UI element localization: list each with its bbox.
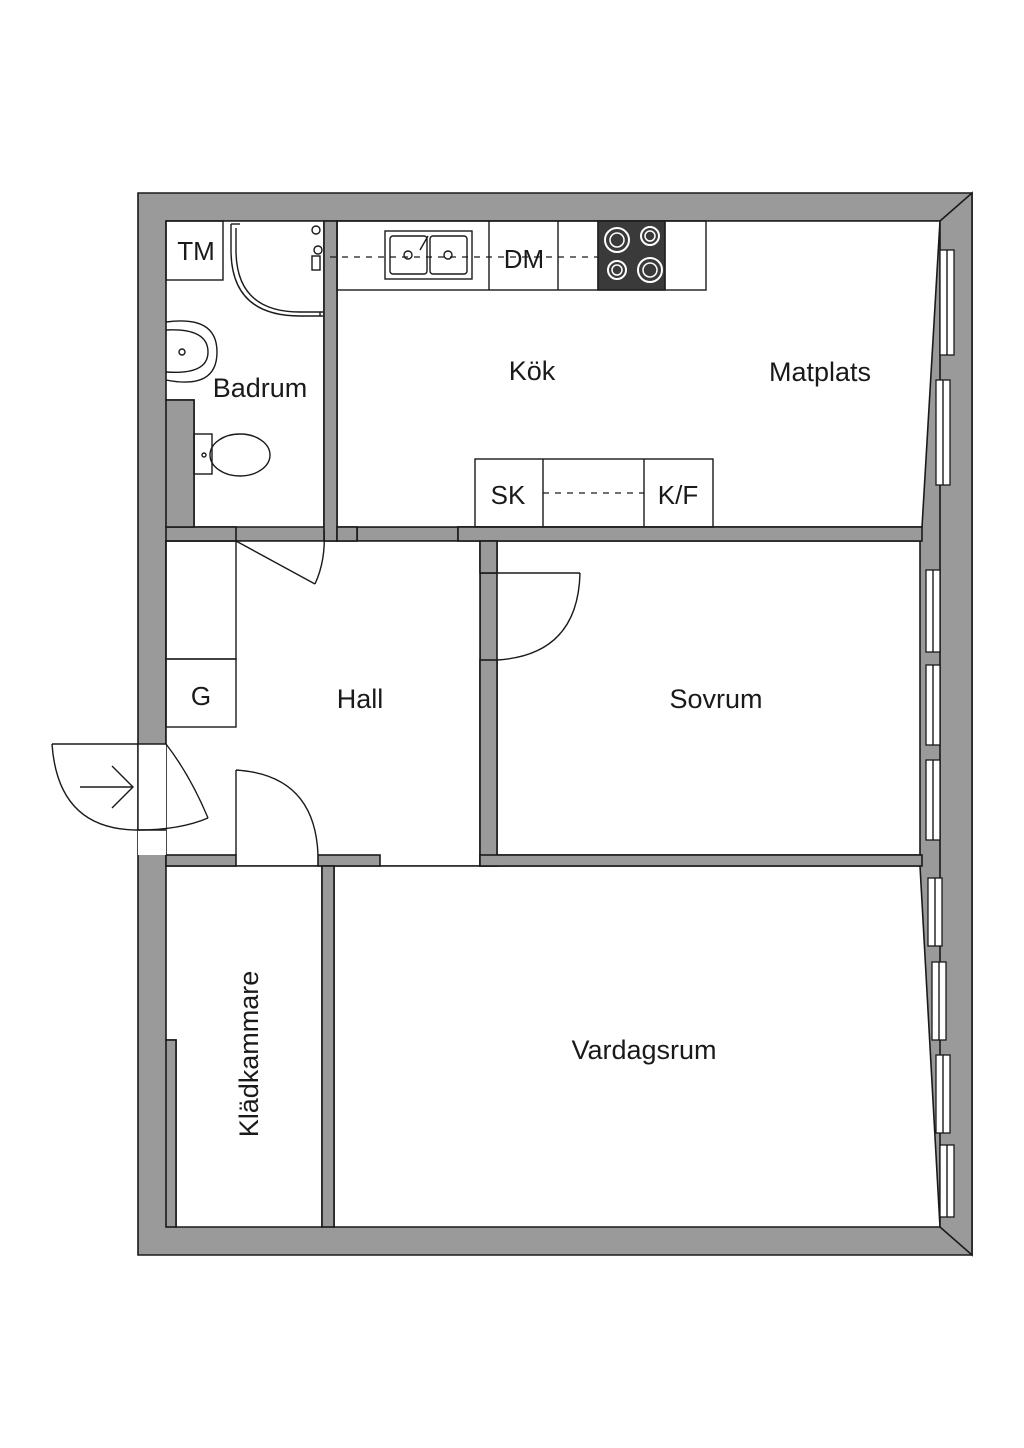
room-hall: Hall xyxy=(337,684,384,714)
entry-opening xyxy=(138,744,166,855)
room-kok: Kök xyxy=(509,356,556,386)
wall-bath-right-stub xyxy=(336,526,358,542)
room-badrum: Badrum xyxy=(213,373,308,403)
wall-hall-bottom-right xyxy=(317,854,381,867)
doors xyxy=(51,529,581,856)
fridge-counter xyxy=(474,458,714,528)
label-sk: SK xyxy=(491,480,526,510)
label-tm: TM xyxy=(177,236,215,266)
wall-bath-bottom xyxy=(165,526,237,542)
sink-icon xyxy=(384,230,473,280)
room-kladkammare: Klädkammare xyxy=(234,971,264,1138)
stove-icon xyxy=(597,220,666,291)
wall-bed-bottom xyxy=(479,854,923,867)
wall-kitchen-bottom xyxy=(457,526,923,542)
label-dm: DM xyxy=(504,244,544,274)
room-matplats: Matplats xyxy=(769,357,871,387)
hall-cabinets xyxy=(165,540,237,728)
label-kf: K/F xyxy=(658,480,698,510)
wall-bed-left xyxy=(479,659,498,867)
wall-hall-bottom-left xyxy=(165,854,237,867)
room-vardagsrum: Vardagsrum xyxy=(571,1035,716,1065)
wall-closet-left xyxy=(165,1039,177,1228)
wall-closet-right xyxy=(321,865,335,1228)
windows xyxy=(925,249,955,1218)
label-g: G xyxy=(191,681,211,711)
wall-bath-right xyxy=(323,220,338,542)
wall-bed-left-top xyxy=(479,540,498,574)
room-sovrum: Sovrum xyxy=(669,684,762,714)
wall-bath-notch xyxy=(165,399,195,528)
hall-floor-main xyxy=(165,540,481,867)
bathroom-fixtures xyxy=(165,220,323,477)
